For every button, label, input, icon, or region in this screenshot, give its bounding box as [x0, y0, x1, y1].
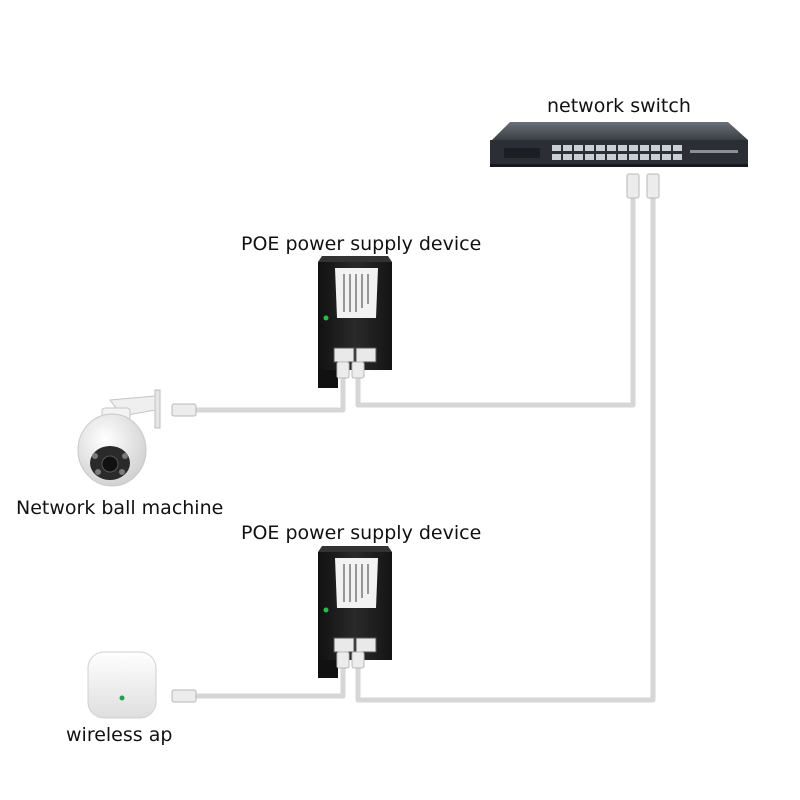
cable-switch-to-poe1 — [355, 198, 636, 408]
network-ptz-camera — [77, 389, 161, 487]
poe-device-1-label: POE power supply device — [241, 233, 482, 255]
network-camera-label: Network ball machine — [16, 497, 224, 519]
poe-injector-1 — [318, 256, 392, 388]
wireless-access-point — [87, 651, 157, 719]
cables — [195, 198, 656, 703]
poe-device-2-label: POE power supply device — [241, 522, 482, 544]
camera-connector — [171, 403, 197, 417]
network-switch-label: network switch — [547, 95, 691, 117]
wireless-ap-label: wireless ap — [66, 724, 173, 746]
ap-connector — [171, 689, 197, 703]
cable-poe2-to-ap — [196, 665, 346, 699]
cable-switch-to-poe2 — [355, 198, 656, 703]
switch-connectors — [626, 173, 660, 199]
cable-poe1-to-camera — [195, 375, 346, 413]
poe-injector-2 — [318, 546, 392, 678]
network-switch-device — [490, 122, 748, 167]
